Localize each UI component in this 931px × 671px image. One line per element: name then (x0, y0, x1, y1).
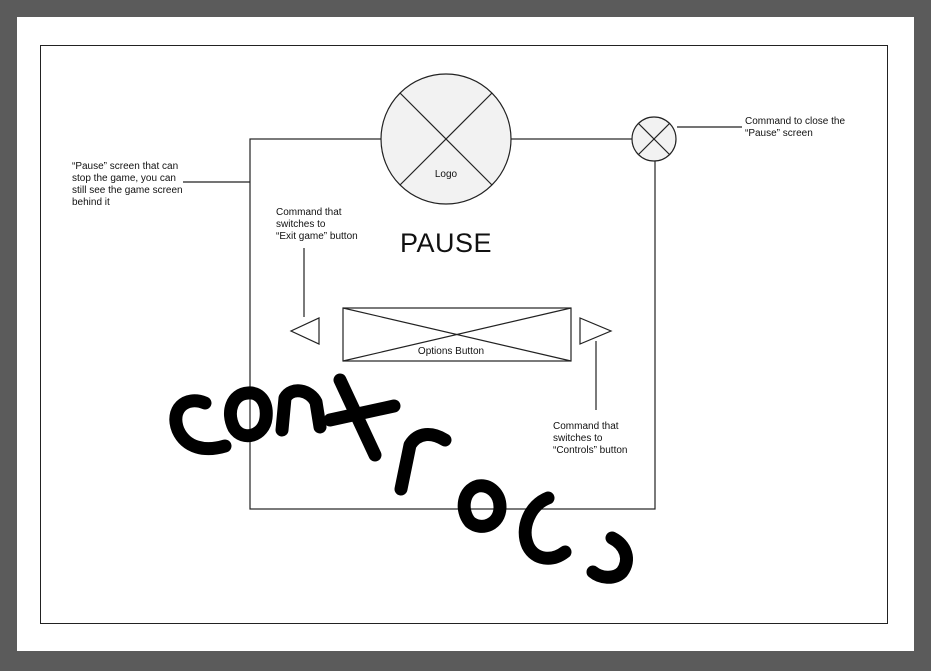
arrow-right-icon (579, 317, 613, 345)
logo-placeholder-icon (380, 73, 512, 205)
arrow-left-icon (289, 317, 320, 345)
close-command-note: Command to close the “Pause” screen (745, 116, 846, 139)
exit-game-command-note: Command that switches to “Exit game” but… (276, 207, 358, 242)
pause-title: PAUSE (399, 228, 493, 258)
close-icon (631, 116, 677, 162)
wireframe-frame (40, 45, 888, 624)
options-button-label[interactable]: Options Button (415, 346, 487, 357)
pause-screen-note: “Pause” screen that can stop the game, y… (72, 161, 183, 208)
controls-command-note: Command that switches to “Controls” butt… (553, 421, 628, 456)
controls-scribble (169, 373, 633, 584)
logo-label: Logo (434, 169, 458, 180)
